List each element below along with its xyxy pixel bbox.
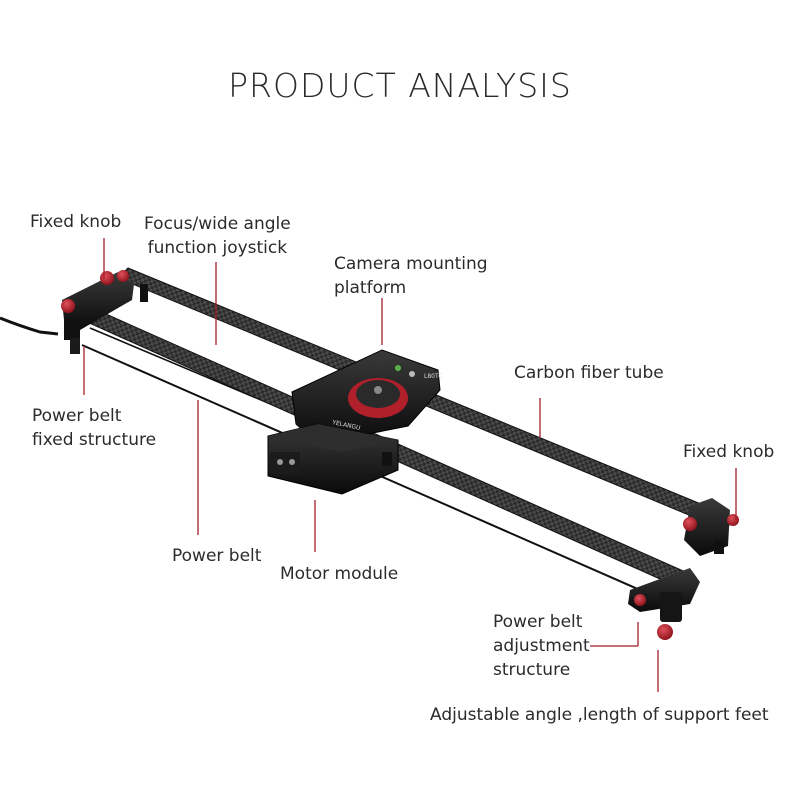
- label-power-belt-adjustment: Power belt adjustment structure: [493, 612, 590, 680]
- platform-model-text: L80TC: [424, 373, 442, 380]
- leader-lines: [83, 238, 737, 692]
- label-power-belt-fixed-structure: Power belt fixed structure: [32, 406, 157, 450]
- label-carbon-fiber-tube: Carbon fiber tube: [514, 363, 664, 383]
- page-title: PRODUCT ANALYSIS: [228, 66, 572, 105]
- power-cable: [0, 316, 59, 336]
- label-support-feet: Adjustable angle ,length of support feet: [430, 705, 769, 725]
- label-power-belt: Power belt: [172, 546, 262, 566]
- label-joystick: Focus/wide angle function joystick: [144, 214, 291, 258]
- label-fixed-knob-left: Fixed knob: [30, 212, 122, 232]
- label-fixed-knob-right: Fixed knob: [683, 442, 775, 462]
- label-motor-module: Motor module: [280, 564, 399, 584]
- label-camera-mounting-platform: Camera mounting platform: [334, 254, 488, 298]
- motor-module: [267, 423, 399, 495]
- right-end-bracket: [628, 498, 739, 640]
